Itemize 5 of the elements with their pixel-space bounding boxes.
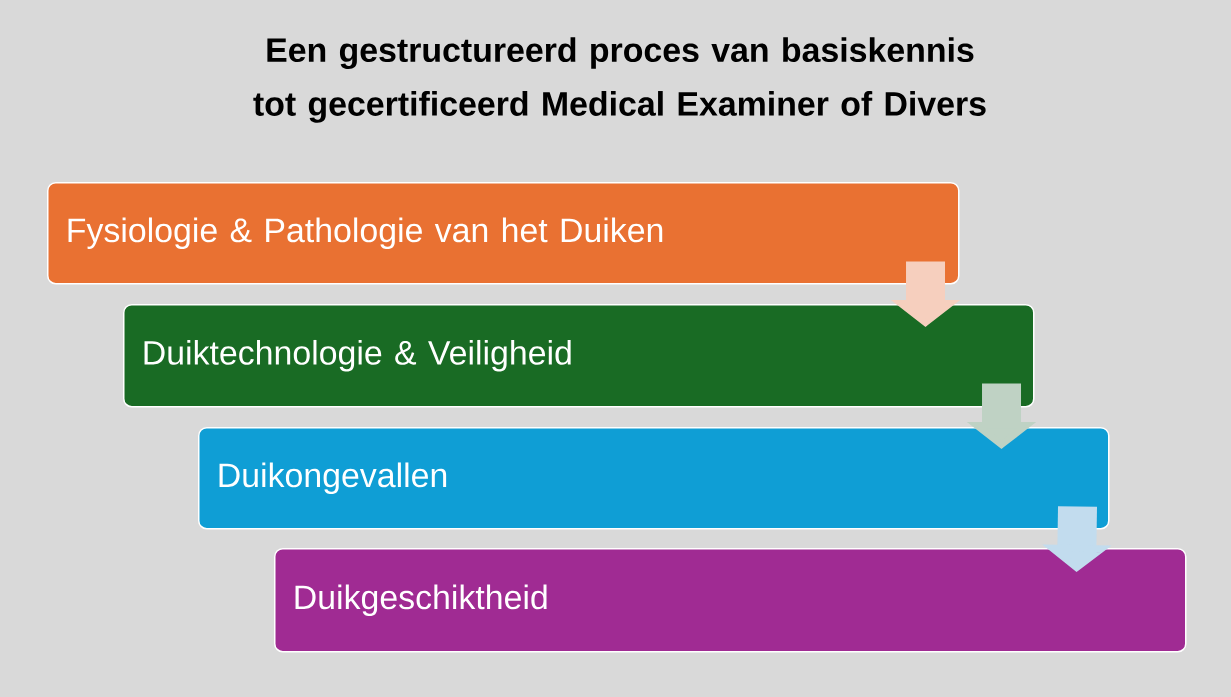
title: Een gestructureerd proces van basiskennis tot gecertificeerd Medical Examiner of Divers xyxy=(253,37,986,123)
process-box: Duiktechnologie & Veiligheid xyxy=(123,304,1035,408)
process-box: Fysiologie & Pathologie van het Duiken xyxy=(47,182,960,285)
process-box: Duikgeschiktheid xyxy=(274,548,1187,653)
process-box: Duikongevallen xyxy=(198,427,1110,530)
